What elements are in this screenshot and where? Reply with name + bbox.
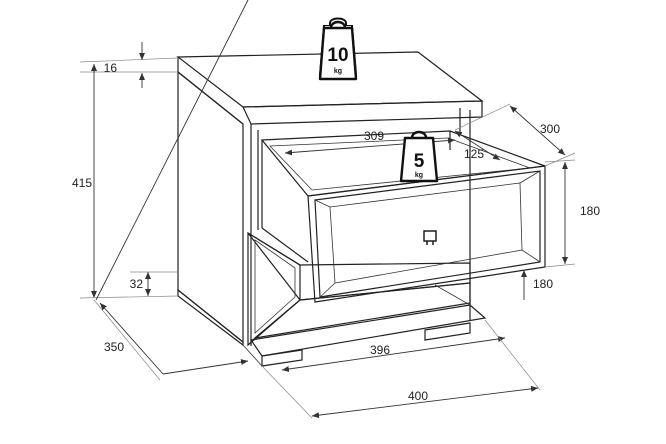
- label-total-width: 400: [408, 389, 428, 403]
- label-inner-width: 396: [370, 343, 390, 357]
- open-drawer: [260, 130, 546, 303]
- drawer-knob-icon: [423, 230, 437, 245]
- drawer-weight-unit: kg: [415, 172, 423, 179]
- weight-icon: 5 kg: [399, 130, 439, 183]
- plinth-left: [177, 288, 244, 347]
- label-drawer-inner-width: 309: [364, 129, 384, 143]
- foot-right: [424, 322, 471, 341]
- label-drawer-front-height: 180: [580, 204, 600, 218]
- nightstand-body: [176, 51, 487, 367]
- top-weight-unit: kg: [334, 68, 342, 75]
- label-depth: 350: [104, 340, 124, 354]
- base-board: [249, 304, 487, 357]
- top-weight-value: 10: [327, 45, 348, 66]
- label-drawer-inner-depth: 125: [464, 147, 484, 161]
- dimension-lines: [79, 0, 576, 419]
- weight-icon: 10 kg: [318, 17, 358, 81]
- drawer-weight-value: 5: [414, 151, 425, 172]
- label-top-thickness: 16: [104, 61, 118, 75]
- label-drawer-depth: 300: [540, 122, 560, 136]
- label-total-height: 415: [72, 176, 92, 190]
- left-side-panel: [177, 70, 244, 344]
- lower-front-panel: [247, 231, 471, 347]
- dimension-labels: 16 415 32 350 396 400 309 300 125 180 18…: [72, 61, 600, 403]
- foot-left: [261, 349, 303, 367]
- label-lower-front-height: 180: [533, 277, 553, 291]
- label-plinth-height: 32: [130, 277, 144, 291]
- top-front-edge: [242, 100, 483, 125]
